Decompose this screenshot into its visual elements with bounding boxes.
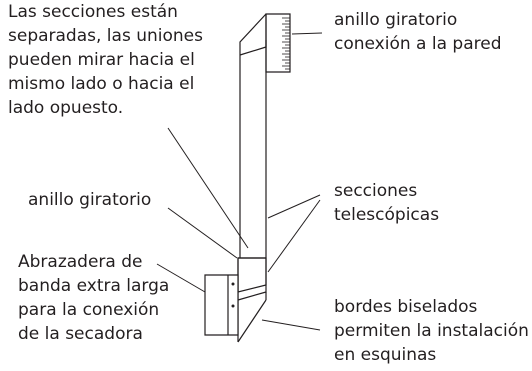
upper-telescopic-section: [240, 47, 266, 245]
swivel-ring-wall-line-2: conexión a la pared: [334, 34, 502, 54]
leader-lines: [157, 33, 322, 330]
beveled-edges-line-1: bordes biselados: [334, 297, 478, 317]
wall-connection: [266, 14, 290, 72]
band-clamp-line-3: para la conexión: [18, 300, 160, 320]
band-clamp-label: Abrazadera de banda extra larga para la …: [18, 250, 169, 346]
swivel-ring-line-1: anillo giratorio: [28, 190, 152, 210]
sections-note-line-3: pueden mirar hacia el: [8, 50, 195, 70]
swivel-ring: [238, 245, 266, 258]
leader-telescopic-upper: [268, 195, 320, 218]
leader-telescopic-lower: [268, 200, 320, 272]
leader-band-clamp: [157, 264, 205, 292]
telescopic-sections-line-1: secciones: [334, 181, 418, 201]
leader-swivel-ring: [168, 208, 237, 258]
swivel-ring-label: anillo giratorio: [28, 188, 151, 212]
leader-sections-note: [168, 128, 248, 248]
sections-note-label: Las secciones están separadas, las union…: [8, 0, 203, 120]
sections-note-line-5: lado opuesto.: [8, 98, 124, 118]
leader-beveled-edges: [262, 320, 320, 330]
band-clamp: [205, 275, 238, 335]
lower-telescopic-section: [238, 235, 266, 300]
beveled-edges-line-2: permiten la instalación: [334, 321, 529, 341]
swivel-ring-wall-label: anillo giratorio conexión a la pared: [334, 8, 502, 56]
telescopic-sections-label: secciones telescópicas: [334, 179, 439, 227]
wall-connection-ruler-ticks: [282, 18, 290, 69]
top-beveled-elbow: [240, 14, 266, 55]
sections-note-line-4: mismo lado o hacia el: [8, 74, 195, 94]
swivel-ring-wall-line-1: anillo giratorio: [334, 10, 458, 30]
bottom-beveled-elbow: [238, 285, 266, 342]
sections-note-line-2: separadas, las uniones: [8, 26, 203, 46]
leader-wall-ring: [292, 33, 322, 34]
beveled-edges-label: bordes biselados permiten la instalación…: [334, 295, 529, 367]
band-clamp-line-1: Abrazadera de: [18, 252, 143, 272]
band-clamp-line-2: banda extra larga: [18, 276, 170, 296]
sections-note-line-1: Las secciones están: [8, 2, 178, 22]
band-clamp-line-4: de la secadora: [18, 324, 143, 344]
telescopic-sections-line-2: telescópicas: [334, 205, 440, 225]
beveled-edges-line-3: en esquinas: [334, 345, 437, 365]
